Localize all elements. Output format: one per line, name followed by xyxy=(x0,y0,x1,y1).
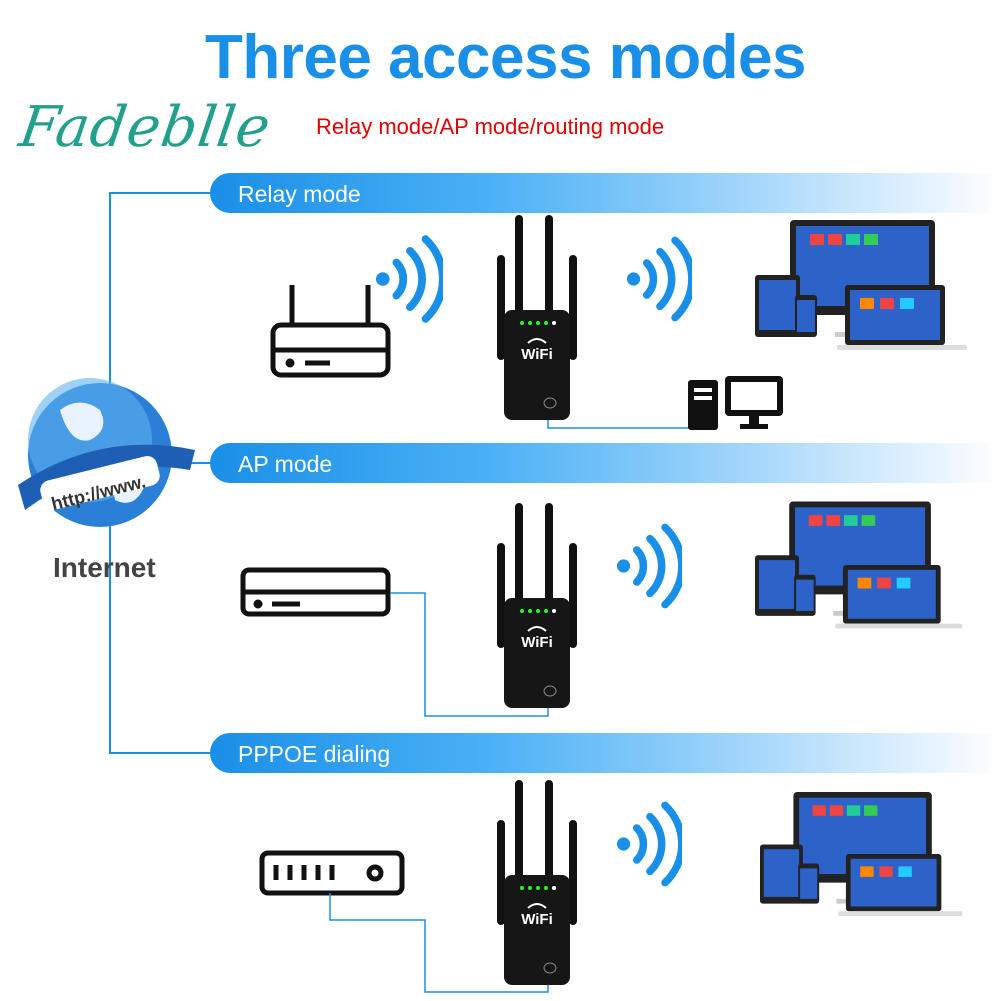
wifi-signal-icon xyxy=(617,527,682,604)
mode-label: Relay mode xyxy=(238,181,361,207)
wifi-extender-device xyxy=(496,503,578,708)
client-devices-image xyxy=(760,791,963,917)
client-devices-image xyxy=(755,220,967,350)
ethernet-cable xyxy=(547,420,690,429)
wifi-signal-icon xyxy=(617,805,682,882)
modem-icon xyxy=(240,567,391,617)
wifi-extender-device xyxy=(496,215,578,420)
mode-banner-relay: Relay mode xyxy=(210,173,1001,213)
main-router-icon xyxy=(270,285,391,378)
mode-banner-ap: AP mode xyxy=(210,443,1001,483)
device-brand-label: WiFi xyxy=(521,634,553,651)
globe-icon: http://www. xyxy=(18,378,195,527)
wifi-signal-icon xyxy=(376,239,443,319)
wifi-signal-icon xyxy=(627,240,692,317)
ethernet-cable xyxy=(329,893,549,993)
page-title: Three access modes xyxy=(205,23,807,92)
subtitle: Relay mode/AP mode/routing mode xyxy=(316,114,665,139)
desktop-pc-icon xyxy=(688,376,783,430)
mode-label: PPPOE dialing xyxy=(238,741,391,767)
wifi-extender-device xyxy=(496,780,578,985)
client-devices-image xyxy=(755,501,963,629)
watermark-logo: Fadeblle xyxy=(15,95,275,160)
mode-label: AP mode xyxy=(238,451,333,477)
optical-modem-icon xyxy=(259,850,405,896)
device-brand-label: WiFi xyxy=(521,346,553,363)
mode-banner-pppoe: PPPOE dialing xyxy=(210,733,1001,773)
internet-label: Internet xyxy=(53,552,156,583)
ethernet-cable xyxy=(390,592,549,717)
device-brand-label: WiFi xyxy=(521,911,553,928)
